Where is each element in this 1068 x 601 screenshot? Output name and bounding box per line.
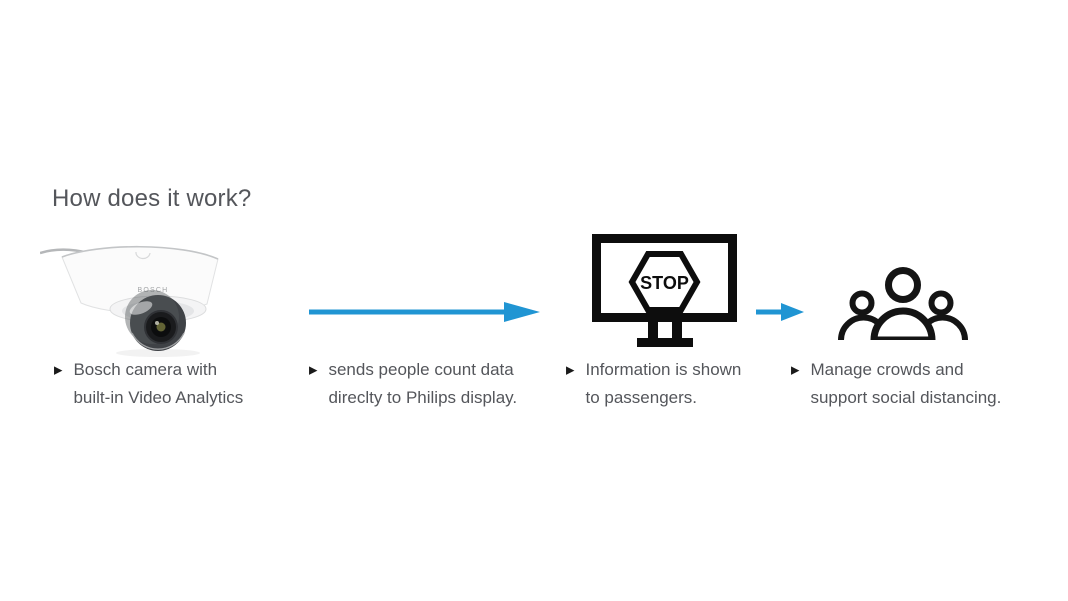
monitor-illustration: STOP [592,234,737,347]
monitor-leg-left [648,322,658,339]
caption-line-2: direclty to Philips display. [328,388,518,407]
caption-text: Bosch camera with built-in Video Analyti… [73,356,243,412]
caption-line-2: to passengers. [585,388,697,407]
crowd-icon [836,262,970,340]
arrow-right-short [756,303,804,321]
caption-line-1: Information is shown [585,360,742,379]
stop-sign-hexagon [628,251,701,313]
camera-dome-rim [131,332,185,350]
monitor-base [637,338,693,347]
person-left-head [849,290,875,316]
arrow-right-icon [756,300,804,324]
camera-shadow [116,349,200,357]
arrow-right-long [309,302,540,322]
triangle-bullet-icon: ▶ [54,364,63,377]
step-caption-manage-crowds: ▶ Manage crowds and support social dista… [791,356,1041,412]
arrow-head [781,303,804,321]
caption-text: Manage crowds and support social distanc… [810,356,1001,412]
crowd-illustration [838,267,968,340]
camera-dome-highlight [129,301,153,315]
step-caption-camera: ▶ Bosch camera with built-in Video Analy… [54,356,294,412]
arrow-head [504,302,540,322]
display-stop-icon: STOP [592,234,738,348]
triangle-bullet-icon: ▶ [791,364,800,377]
bosch-camera-photo: BOSCH [40,226,235,360]
triangle-bullet-icon: ▶ [309,364,318,377]
camera-illustration: BOSCH [40,245,219,357]
camera-lens-glass [156,322,166,332]
camera-tab [135,251,151,260]
monitor-leg-right [672,322,682,339]
arrow-right-icon [308,299,540,325]
caption-text: Information is shown to passengers. [585,356,741,412]
person-center-body [870,307,936,340]
page-title: How does it work? [52,185,252,212]
step-caption-information: ▶ Information is shown to passengers. [566,356,776,412]
caption-line-1: Bosch camera with [73,360,218,379]
caption-line-1: sends people count data [328,360,514,379]
camera-lens-glint [155,321,159,325]
step-caption-send-data: ▶ sends people count data direclty to Ph… [309,356,549,412]
camera-brand-label: BOSCH [138,287,169,294]
caption-text: sends people count data direclty to Phil… [328,356,517,412]
person-right-head [928,290,954,316]
caption-line-2: support social distancing. [810,388,1002,407]
stop-sign-text: STOP [640,273,689,293]
caption-line-1: Manage crowds and [810,360,964,379]
caption-line-2: built-in Video Analytics [73,388,244,407]
triangle-bullet-icon: ▶ [566,364,575,377]
camera-top-rim [61,245,219,260]
person-center-head [885,267,921,303]
